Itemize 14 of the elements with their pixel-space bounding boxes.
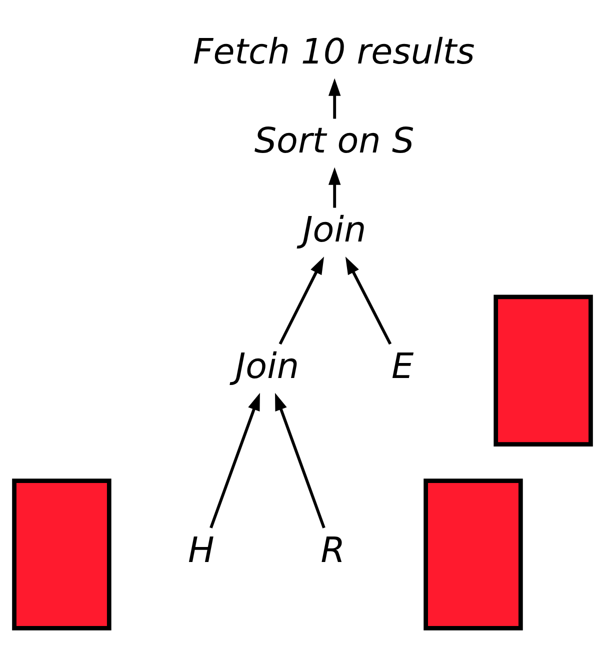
arrow <box>345 256 392 345</box>
node-text: H <box>188 530 214 572</box>
arrow <box>328 78 341 119</box>
node-text: Sort on S <box>254 120 414 162</box>
node-box <box>494 294 593 446</box>
node-box <box>424 478 523 630</box>
node-text: Fetch 10 results <box>193 32 475 73</box>
arrow <box>275 392 326 528</box>
arrow <box>328 167 341 208</box>
arrow <box>210 392 260 528</box>
node-text: R <box>320 530 346 572</box>
node-box <box>12 478 112 630</box>
node-text: E <box>392 346 414 388</box>
arrow <box>278 256 324 345</box>
